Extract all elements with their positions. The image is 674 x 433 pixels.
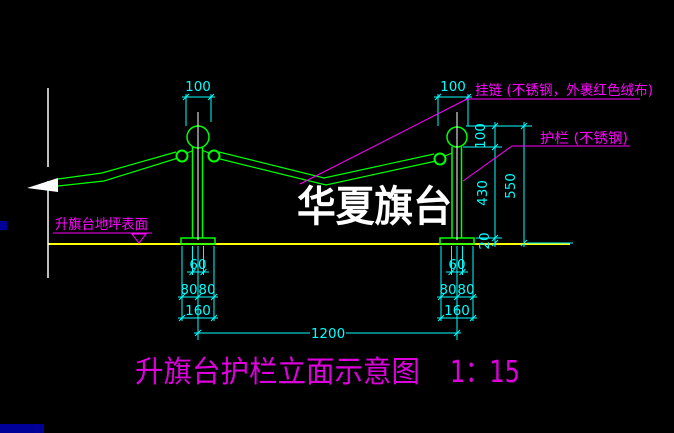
ground-label-text: 升旗台地坪表面 [55, 217, 148, 233]
chain-middle-segment [218, 151, 437, 186]
watermark-text: 华夏旗台 [297, 182, 452, 231]
drawing-title: 升旗台护栏立面示意图 [135, 355, 420, 390]
chain-left-segment [57, 151, 179, 187]
dim-right-footing-width-text: 160 [444, 303, 470, 319]
left-post-ring-left [175, 149, 189, 163]
dim-right-vertical-chain [463, 122, 573, 247]
chain-anchor-arrow [27, 178, 58, 192]
chain-label-text: 挂链 (不锈钢，外裹红色绒布) [475, 82, 653, 99]
dim-right-post-width-text: 60 [448, 257, 465, 273]
ground-label-leader [53, 232, 152, 244]
dim-right-half-left-text: 80 [439, 282, 456, 298]
dim-left-half-right-text: 80 [198, 282, 215, 298]
dim-ball-height-text: 100 [473, 123, 489, 149]
left-post [175, 125, 221, 245]
dim-total-height-text: 550 [503, 173, 519, 199]
dim-right-half-right-text: 80 [457, 282, 474, 298]
dim-left-post-width-text: 60 [189, 257, 206, 273]
dim-right-footing [437, 246, 477, 322]
dim-post-span-text: 1200 [311, 326, 345, 342]
dim-left-top-width [182, 93, 215, 126]
ground-label-arrow [130, 233, 148, 244]
dim-left-footing-width-text: 160 [185, 303, 211, 319]
left-post-ring-right [207, 149, 221, 163]
dim-left-footing [178, 246, 218, 322]
dim-post-span [194, 329, 461, 337]
chain-label-leader [299, 98, 640, 185]
railing-label-leader [462, 145, 630, 182]
drawing-scale: 1：15 [450, 355, 520, 390]
dim-right-top-width-text: 100 [440, 79, 466, 95]
right-post-ring [433, 152, 447, 166]
dim-rail-height-text: 430 [475, 180, 491, 206]
railing-label-text: 护栏 (不锈钢) [540, 131, 628, 147]
dim-left-half-left-text: 80 [180, 282, 197, 298]
dim-plate-thickness-text: 20 [477, 232, 493, 249]
corner-fragment-left [0, 221, 7, 230]
dim-left-top-width-text: 100 [185, 79, 211, 95]
corner-fragment-bottom [0, 424, 44, 433]
